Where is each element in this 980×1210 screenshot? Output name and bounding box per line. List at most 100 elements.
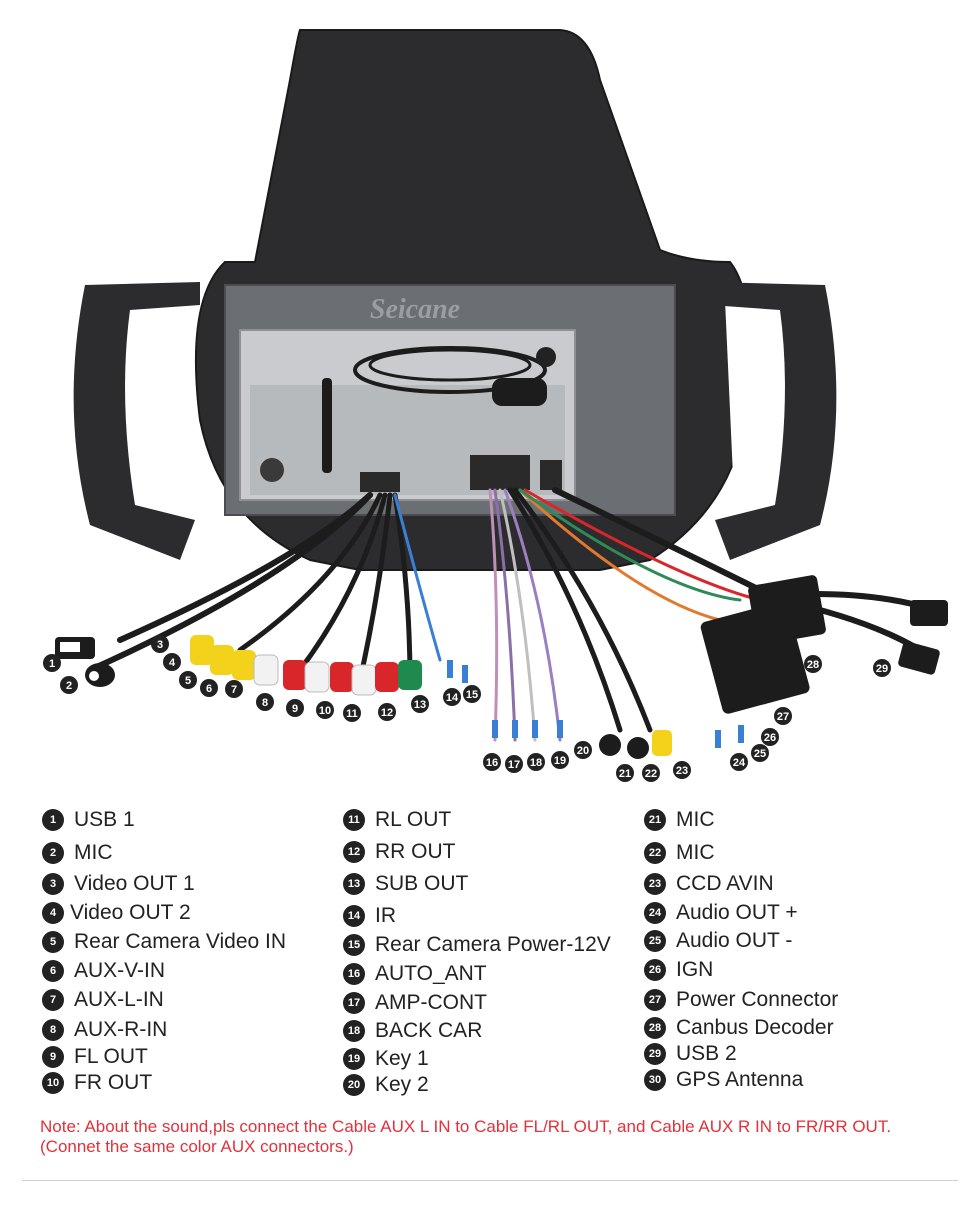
svg-text:1: 1: [49, 658, 55, 670]
legend-label: RR OUT: [375, 840, 456, 863]
wiring-note: Note: About the sound,pls connect the Ca…: [40, 1117, 892, 1156]
legend-label: Audio OUT +: [676, 901, 798, 924]
svg-text:11: 11: [346, 708, 358, 720]
legend-label: FR OUT: [74, 1071, 153, 1094]
number-badge: 6: [42, 960, 64, 982]
gps-cable-coil: [353, 346, 547, 394]
callout-17: 17: [505, 755, 523, 773]
legend-label: Rear Camera Video IN: [74, 930, 287, 953]
svg-text:30: 30: [539, 350, 553, 365]
legend-label: Canbus Decoder: [676, 1016, 834, 1039]
svg-text:21: 21: [619, 768, 631, 780]
callout-14: 14: [443, 688, 461, 706]
legend-label: GPS Antenna: [676, 1068, 804, 1091]
callout-22: 22: [642, 764, 660, 782]
legend-item-10: 10 FR OUT: [42, 1071, 152, 1095]
legend-label: USB 1: [74, 808, 135, 831]
svg-text:24: 24: [733, 757, 746, 769]
svg-text:20: 20: [577, 745, 589, 757]
callout-25: 25: [751, 744, 769, 762]
number-badge: 18: [343, 1020, 365, 1042]
callout-6: 6: [200, 679, 218, 697]
number-badge: 9: [42, 1046, 64, 1068]
number-badge: 12: [343, 841, 365, 863]
mic-jack-21: [599, 734, 621, 756]
number-badge: 10: [42, 1072, 64, 1094]
svg-text:14: 14: [446, 692, 459, 704]
svg-text:19: 19: [554, 755, 566, 767]
legend-label: AUX-R-IN: [74, 1018, 168, 1041]
canbus-decoder: [748, 575, 826, 645]
number-badge: 2: [42, 842, 64, 864]
legend-item-18: 18 BACK CAR: [343, 1019, 482, 1043]
legend-label: Key 2: [375, 1073, 429, 1096]
callout-15: 15: [463, 685, 481, 703]
svg-text:4: 4: [169, 657, 176, 669]
callout-12: 12: [378, 703, 396, 721]
legend-label: Power Connector: [676, 988, 839, 1011]
callout-23: 23: [673, 761, 691, 779]
mic-jack-22: [627, 737, 649, 759]
ccd-avin-plug: [652, 730, 672, 756]
wire-pins: [447, 660, 744, 748]
callout-29: 29: [873, 659, 891, 677]
callout-5: 5: [179, 671, 197, 689]
number-badge: 26: [644, 959, 666, 981]
svg-text:15: 15: [466, 689, 478, 701]
legend-item-26: 26 IGN: [644, 958, 713, 982]
svg-text:25: 25: [754, 748, 766, 760]
number-badge: 23: [644, 873, 666, 895]
callout-10: 10: [316, 701, 334, 719]
legend-label: CCD AVIN: [676, 872, 774, 895]
number-badge: 28: [644, 1017, 666, 1039]
svg-text:7: 7: [231, 684, 237, 696]
svg-text:27: 27: [777, 711, 789, 723]
seicane-watermark: Seicane: [370, 294, 460, 325]
callout-2: 2: [60, 676, 78, 694]
legend-item-28: 28 Canbus Decoder: [644, 1016, 834, 1040]
callout-4: 4: [163, 653, 181, 671]
mic-plug: [85, 663, 115, 687]
svg-text:9: 9: [292, 703, 298, 715]
callout-1: 1: [43, 654, 61, 672]
legend-label: AMP-CONT: [375, 991, 487, 1014]
number-badge: 24: [644, 902, 666, 924]
number-badge: 25: [644, 930, 666, 952]
legend-label: BACK CAR: [375, 1019, 483, 1042]
legend-item-12: 12 RR OUT: [343, 840, 456, 864]
svg-text:29: 29: [876, 663, 888, 675]
legend-label: IGN: [676, 958, 714, 981]
number-badge: 29: [644, 1043, 666, 1065]
callout-18: 18: [527, 753, 545, 771]
callout-24: 24: [730, 753, 748, 771]
svg-text:6: 6: [206, 683, 212, 695]
svg-text:2: 2: [66, 680, 72, 692]
left-handle: [73, 282, 200, 560]
legend-label: Video OUT 2: [70, 901, 191, 924]
legend-item-20: 20 Key 2: [343, 1073, 429, 1097]
svg-text:18: 18: [530, 757, 542, 769]
number-badge: 21: [644, 809, 666, 831]
svg-text:3: 3: [157, 639, 163, 651]
number-badge: 22: [644, 842, 666, 864]
legend-label: Audio OUT -: [676, 929, 793, 952]
callout-3: 3: [151, 635, 169, 653]
svg-text:17: 17: [508, 759, 520, 771]
number-badge: 13: [343, 873, 365, 895]
number-badge: 20: [343, 1074, 365, 1096]
svg-text:12: 12: [381, 707, 393, 719]
callout-28: 28: [804, 655, 822, 673]
callout-26: 26: [761, 728, 779, 746]
callout-11: 11: [343, 704, 361, 722]
